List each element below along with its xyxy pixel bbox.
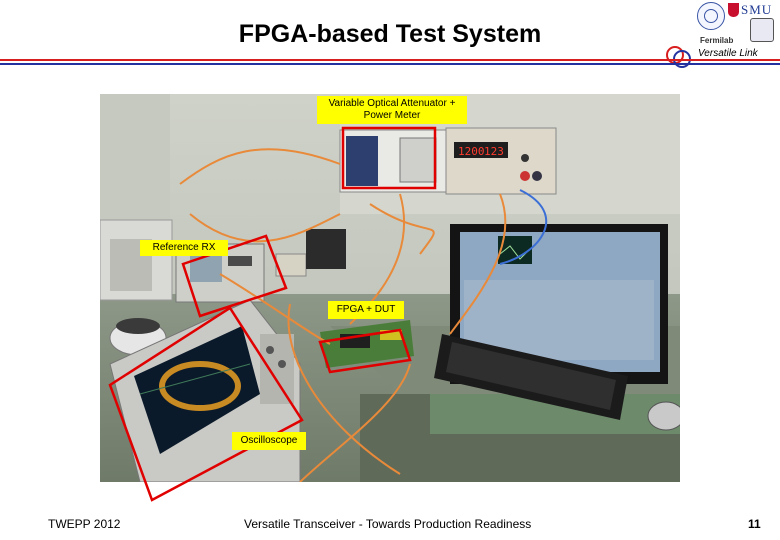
- smu-logo: SMU: [728, 2, 776, 18]
- project-label: Versatile Link: [698, 48, 758, 59]
- power-meter-readout-1: 1200: [458, 145, 485, 158]
- page-number: 11: [748, 517, 761, 531]
- header-rule-blue: [0, 63, 780, 65]
- callout-fpga-dut: FPGA + DUT: [328, 301, 404, 319]
- callout-voa: Variable Optical Attenuator + Power Mete…: [317, 96, 467, 124]
- university-seal-logo: [750, 18, 774, 42]
- smu-logo-text: SMU: [741, 2, 773, 17]
- slide-title: FPGA-based Test System: [238, 20, 542, 48]
- test-setup-photo: 1200 123: [100, 94, 680, 482]
- versatile-link-logo: [666, 46, 691, 68]
- fermilab-logo: Fermilab: [700, 30, 746, 45]
- fermilab-logo-text: Fermilab: [700, 36, 734, 45]
- footer-talk-title: Versatile Transceiver - Towards Producti…: [244, 517, 532, 531]
- callout-reference-rx: Reference RX: [140, 240, 228, 256]
- header-rule-red: [0, 59, 780, 61]
- cern-logo: [697, 2, 725, 30]
- power-meter-readout-2: 123: [484, 145, 504, 158]
- footer-conference: TWEPP 2012: [48, 517, 121, 531]
- callout-oscilloscope: Oscilloscope: [232, 432, 306, 450]
